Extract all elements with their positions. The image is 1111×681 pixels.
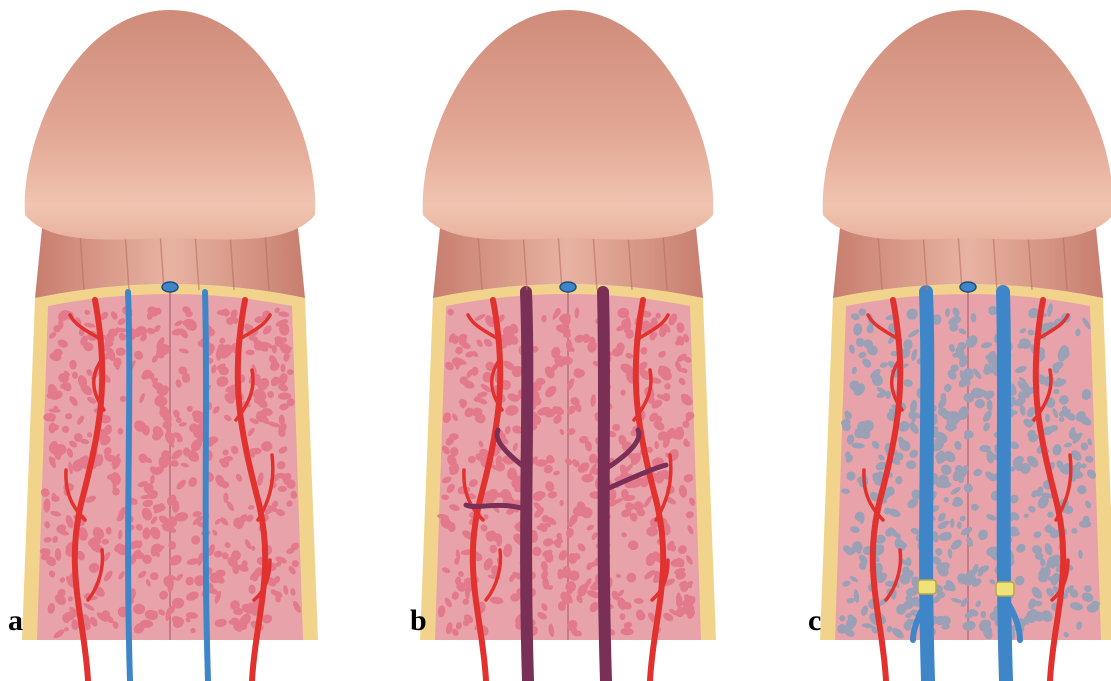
glans bbox=[423, 10, 714, 240]
panel-b bbox=[420, 10, 716, 681]
urethra-icon bbox=[560, 282, 576, 292]
panel-label-b: b bbox=[410, 606, 427, 636]
panel-a bbox=[22, 10, 318, 681]
ligature-clamp-left bbox=[918, 580, 936, 594]
panel-c bbox=[820, 10, 1111, 681]
urethra-icon bbox=[162, 282, 178, 292]
glans bbox=[25, 10, 316, 240]
panel-label-a: a bbox=[8, 606, 23, 636]
glans bbox=[823, 10, 1111, 240]
ligature-clamp-right bbox=[996, 582, 1014, 596]
urethra-icon bbox=[960, 282, 976, 292]
panel-label-c: c bbox=[808, 606, 821, 636]
